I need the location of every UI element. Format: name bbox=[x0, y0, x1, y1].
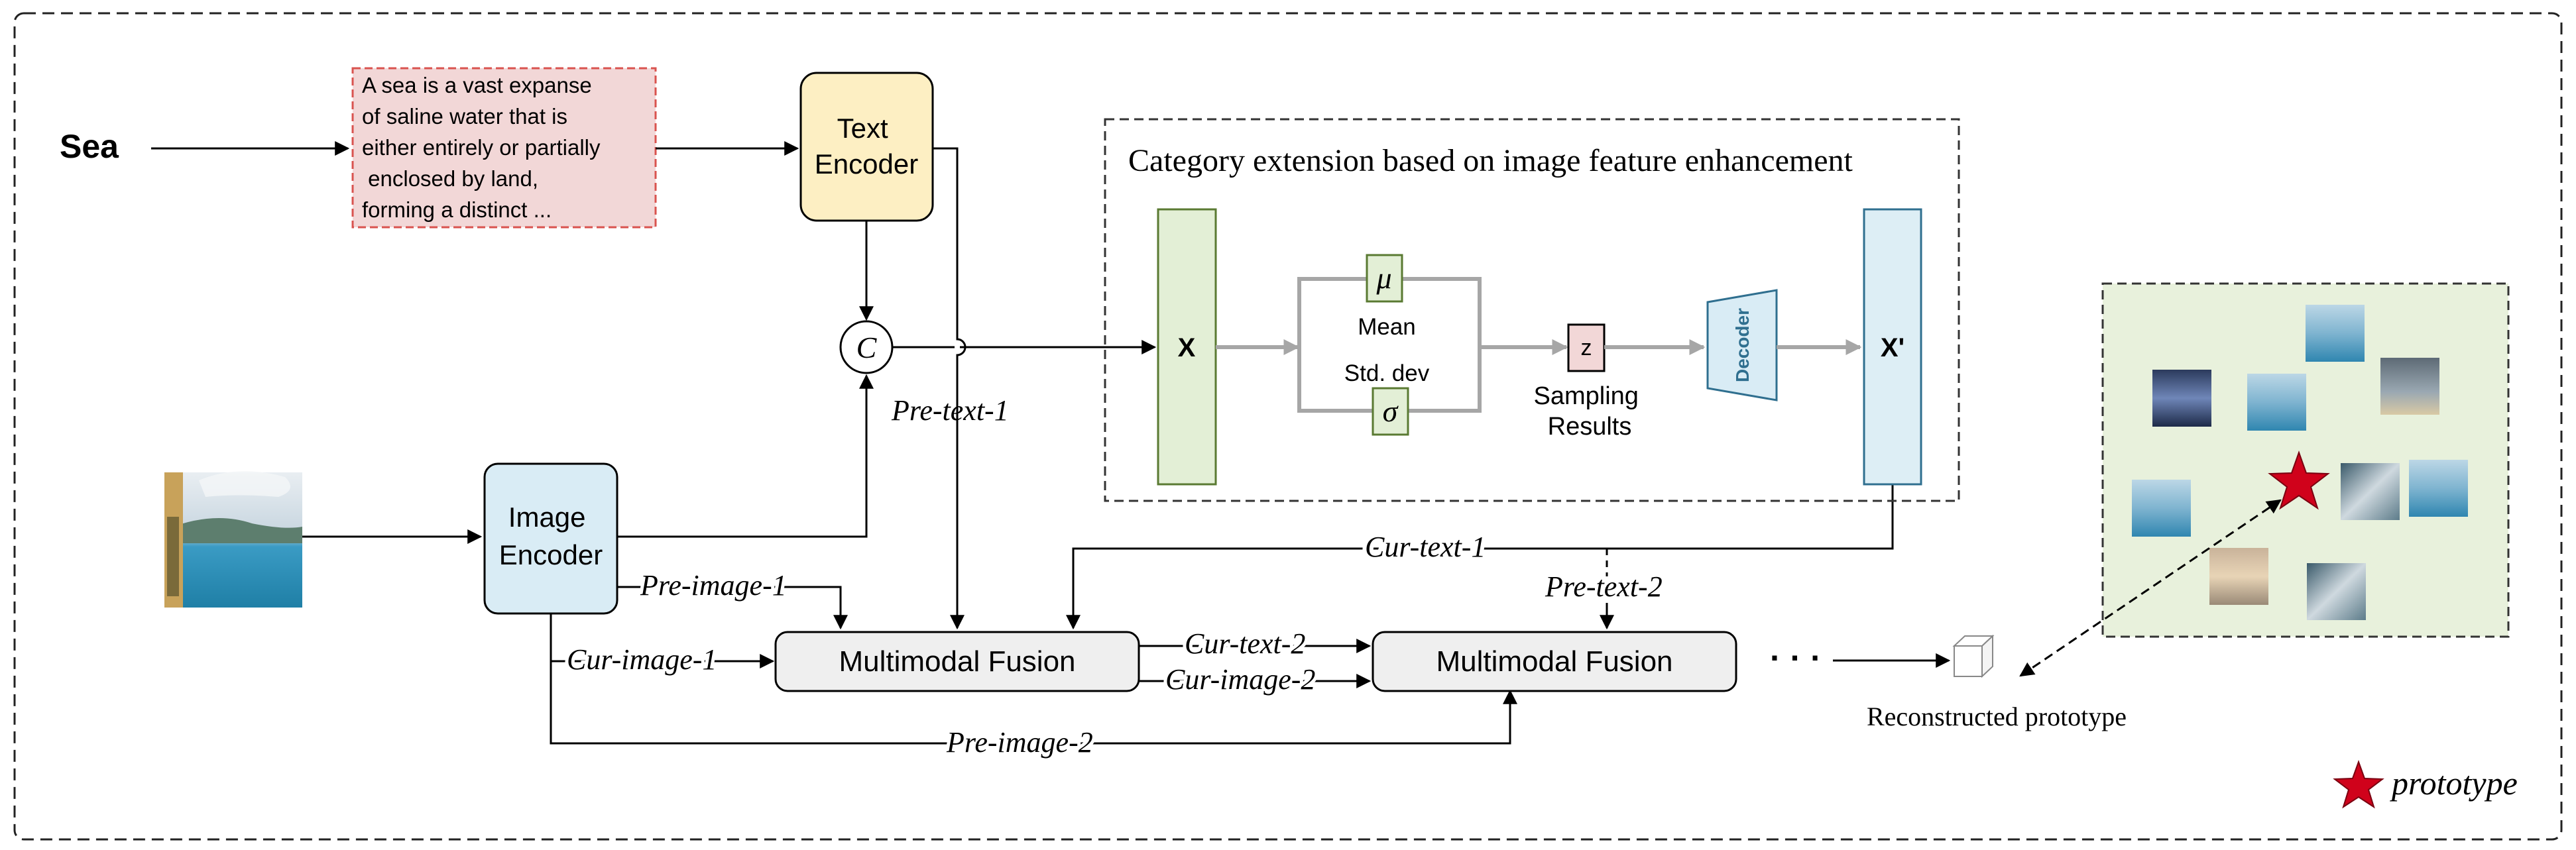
multimodal-fusion-2 bbox=[1372, 631, 1737, 692]
z-box bbox=[1567, 323, 1606, 372]
x-label: X bbox=[1178, 333, 1196, 362]
legend-prototype-label: prototype bbox=[2390, 765, 2518, 802]
pre-image-1-label: Pre-image-1 bbox=[640, 569, 787, 602]
prototype-thumbnail bbox=[2209, 548, 2268, 605]
mu-symbol: μ bbox=[1376, 261, 1391, 295]
pre-text-2-label: Pre-text-2 bbox=[1545, 570, 1663, 603]
cur-text-1-line bbox=[1066, 484, 1894, 630]
input-word: Sea bbox=[60, 128, 119, 165]
concat-symbol: C bbox=[856, 331, 878, 364]
description-line: forming a distinct ... bbox=[362, 197, 552, 222]
sigma-box bbox=[1372, 387, 1409, 436]
prototype-star-icon bbox=[2268, 451, 2330, 510]
cur-image-1-label: Cur-image-1 bbox=[567, 643, 717, 676]
z-label: z bbox=[1581, 335, 1592, 360]
category-extension-title: Category extension based on image featur… bbox=[1128, 143, 1853, 178]
pre-text-1-label: Pre-text-1 bbox=[891, 394, 1009, 427]
pre-image-1-line bbox=[617, 586, 848, 630]
cur-image-2-label: Cur-image-2 bbox=[1165, 663, 1315, 696]
pre-image-2-line bbox=[550, 661, 1517, 745]
ellipsis: · · · bbox=[1770, 639, 1822, 676]
prototype-thumbnail bbox=[2306, 305, 2365, 362]
description-line: enclosed by land, bbox=[362, 166, 538, 191]
arrow-image-encoder-to-concat bbox=[617, 374, 874, 538]
multimodal-fusion-1 bbox=[774, 631, 1140, 692]
image-encoder-box bbox=[483, 462, 618, 615]
cur-text-2-label: Cur-text-2 bbox=[1185, 627, 1305, 660]
pre-image-2-label: Pre-image-2 bbox=[946, 726, 1093, 759]
prototype-thumbnail bbox=[2409, 460, 2468, 517]
sampling-results-label: Sampling Results bbox=[1534, 382, 1646, 441]
decoder-label: Decoder bbox=[1732, 308, 1753, 382]
sigma-symbol: σ bbox=[1383, 394, 1399, 428]
mean-label: Mean bbox=[1358, 314, 1416, 340]
description-text: A sea is a vast expanse of saline water … bbox=[362, 73, 607, 222]
pre-text-1-line bbox=[933, 147, 966, 630]
x-feature-box bbox=[1157, 208, 1217, 486]
prototype-thumbnail bbox=[2247, 374, 2306, 431]
description-line: A sea is a vast expanse bbox=[362, 73, 592, 97]
description-line: either entirely or partially bbox=[362, 135, 601, 160]
input-sea-image bbox=[164, 471, 302, 608]
text-encoder-label: Text Encoder bbox=[815, 113, 918, 180]
x-prime-feature-box bbox=[1863, 208, 1922, 486]
std-label: Std. dev bbox=[1344, 360, 1430, 386]
prototype-thumbnail bbox=[2307, 563, 2366, 620]
prototype-thumbnail bbox=[2380, 358, 2439, 415]
description-line: of saline water that is bbox=[362, 104, 567, 129]
reconstructed-prototype-label: Reconstructed prototype bbox=[1867, 702, 2127, 731]
outer-frame bbox=[13, 12, 2563, 841]
image-encoder-label: Image Encoder bbox=[499, 502, 603, 570]
mu-box bbox=[1366, 254, 1403, 303]
dashed-link-reconstructed-to-prototype bbox=[2019, 499, 2282, 677]
decoder-block bbox=[1706, 289, 1778, 401]
multimodal-fusion-2-label: Multimodal Fusion bbox=[1436, 645, 1672, 678]
prototype-thumbnail bbox=[2132, 480, 2191, 537]
legend-star-icon bbox=[2333, 760, 2384, 809]
mean-std-bracket bbox=[1297, 277, 1482, 413]
prototype-thumbnail bbox=[2152, 370, 2211, 427]
x-prime-label: X' bbox=[1881, 333, 1904, 362]
category-extension-box bbox=[1104, 118, 1960, 502]
multimodal-fusion-1-label: Multimodal Fusion bbox=[839, 645, 1075, 678]
prototype-thumbnail bbox=[2341, 463, 2400, 520]
cur-text-1-label: Cur-text-1 bbox=[1365, 531, 1486, 563]
reconstructed-prototype-cube bbox=[1952, 634, 1995, 678]
text-encoder-box bbox=[799, 72, 934, 222]
